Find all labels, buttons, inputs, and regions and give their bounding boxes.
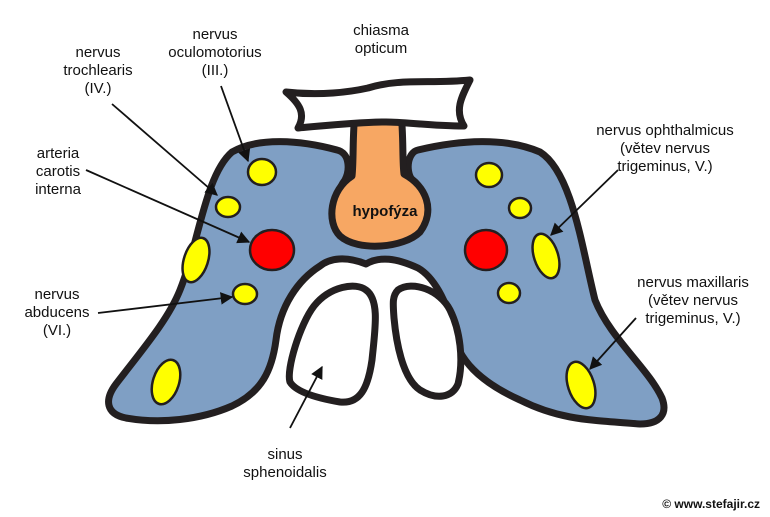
nervus-ophthalmicus-right <box>531 232 561 280</box>
nervus-oculomotorius-left <box>246 157 278 187</box>
label-nervus-oculomotorius: nervus oculomotorius (III.) <box>168 26 262 79</box>
nervus-trochlearis-left <box>214 195 242 219</box>
arrow-carotis <box>85 169 251 244</box>
chiasma-opticum-shape <box>282 76 474 132</box>
label-arteria-carotis-interna: arteria carotis interna <box>35 145 81 198</box>
arrow-abducens <box>97 292 234 314</box>
label-nervus-abducens: nervus abducens (VI.) <box>24 286 90 339</box>
label-chiasma-opticum: chiasma opticum <box>353 22 409 57</box>
sinus-sphenoidalis-left <box>285 282 379 406</box>
label-nervus-trochlearis: nervus trochlearis (IV.) <box>63 44 133 97</box>
label-nervus-maxillaris: nervus maxillaris (větev nervus trigemin… <box>637 274 749 327</box>
nervus-oculomotorius-right <box>474 161 504 189</box>
nervus-maxillaris-right <box>565 360 597 410</box>
label-sinus-sphenoidalis: sinus sphenoidalis <box>243 446 327 481</box>
arrow-maxillaris <box>589 317 637 370</box>
arteria-carotis-right <box>463 228 509 272</box>
label-hypofyza: hypofýza <box>352 203 418 220</box>
arrow-ophthalmicus <box>550 169 619 236</box>
nervus-trochlearis-right <box>507 196 533 220</box>
hypofyza-shape <box>328 100 432 250</box>
copyright-text: © www.stefajir.cz <box>662 497 760 511</box>
nervus-maxillaris-left <box>150 358 182 406</box>
nervus-ophthalmicus-left <box>181 236 211 284</box>
label-nervus-ophthalmicus: nervus ophthalmicus (větev nervus trigem… <box>596 122 734 175</box>
arteria-carotis-left <box>248 228 296 272</box>
nervus-abducens-right <box>496 281 522 305</box>
arrow-oculomotorius <box>220 85 251 163</box>
arrow-sphenoidalis <box>289 365 323 429</box>
arrow-trochlearis <box>111 103 218 196</box>
nervus-abducens-left <box>231 282 259 306</box>
sinus-sphenoidalis-right <box>389 282 465 400</box>
